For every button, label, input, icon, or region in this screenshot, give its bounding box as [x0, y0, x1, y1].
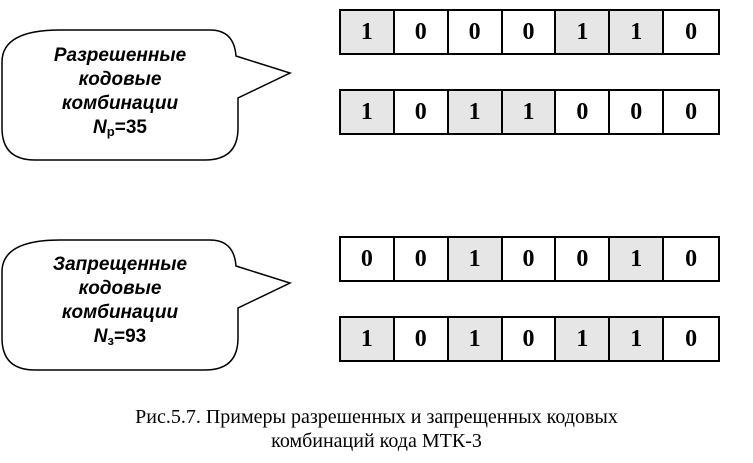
allowed-count: Nр=35: [4, 116, 236, 144]
caption-line1: Рис.5.7. Примеры разрешенных и запрещенн…: [135, 406, 618, 428]
bit-cell: 0: [556, 238, 611, 280]
bit-cell: 1: [341, 91, 395, 133]
allowed-callout-label: Разрешенные кодовые комбинации Nр=35: [4, 44, 236, 144]
caption-line2: комбинаций кода МТК-3: [271, 430, 482, 452]
bit-cell: 0: [664, 238, 719, 280]
bit-cell: 1: [448, 238, 503, 280]
bit-cell: 1: [610, 238, 665, 280]
bit-cell: 0: [394, 238, 449, 280]
figure-caption: Рис.5.7. Примеры разрешенных и запрещенн…: [0, 405, 753, 453]
bit-cell: 0: [556, 91, 611, 133]
bit-cell: 0: [502, 11, 557, 53]
bit-cell: 0: [448, 11, 503, 53]
allowed-count-symbol: N: [93, 117, 107, 138]
bit-cell: 1: [610, 11, 665, 53]
forbidden-count-symbol: N: [93, 326, 108, 347]
bit-cell: 0: [341, 238, 395, 280]
forbidden-count-subscript: з: [107, 333, 114, 348]
bit-cell: 1: [556, 318, 611, 360]
forbidden-label-line1: Запрещенные: [52, 254, 188, 275]
forbidden-callout-label: Запрещенные кодовые комбинации Nз=93: [4, 253, 236, 353]
forbidden-callout-bubble: [1, 239, 293, 371]
forbidden-count: Nз=93: [4, 325, 236, 353]
bit-cell: 1: [556, 11, 611, 53]
forbidden-label-line2: кодовые: [78, 278, 162, 299]
bit-cell: 1: [341, 318, 395, 360]
bit-cell: 0: [664, 318, 719, 360]
bit-cell: 0: [502, 238, 557, 280]
forbidden-label-line3: комбинации: [61, 302, 179, 323]
forbidden-count-value: =93: [113, 326, 147, 347]
bit-cell: 1: [502, 91, 557, 133]
bit-cell: 0: [502, 318, 557, 360]
bit-cell: 0: [664, 91, 719, 133]
allowed-label-line2: кодовые: [78, 69, 162, 90]
bit-cell: 0: [394, 318, 449, 360]
bit-cell: 0: [394, 91, 449, 133]
allowed-callout-bubble: [1, 29, 293, 161]
bit-cell: 0: [610, 91, 665, 133]
bit-cell: 1: [448, 91, 503, 133]
bit-cell: 1: [610, 318, 665, 360]
bit-cell: 0: [394, 11, 449, 53]
bit-cell: 1: [448, 318, 503, 360]
allowed-label-line1: Разрешенные: [53, 45, 187, 66]
bit-cell: 0: [664, 11, 719, 53]
allowed-count-subscript: р: [106, 124, 115, 139]
bit-cell: 1: [341, 11, 395, 53]
allowed-label-line3: комбинации: [61, 93, 179, 114]
allowed-count-value: =35: [114, 117, 147, 138]
